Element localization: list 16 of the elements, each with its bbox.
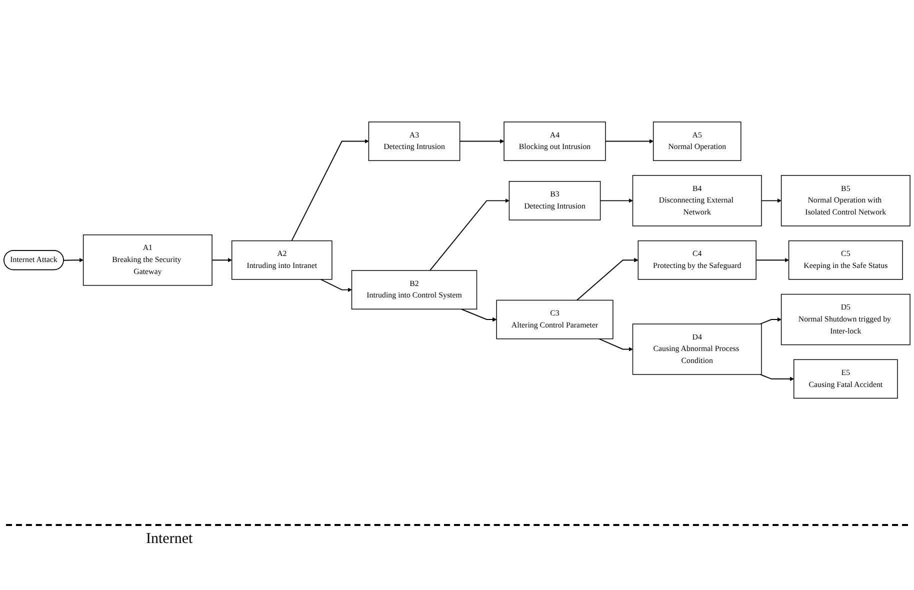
arrow — [761, 198, 782, 203]
arrow — [605, 138, 654, 144]
arrow — [598, 338, 633, 352]
arrow — [459, 138, 504, 144]
arrow — [212, 258, 232, 262]
arrow — [63, 258, 84, 262]
arrow — [576, 258, 638, 301]
arrow — [429, 198, 510, 271]
arrow — [760, 317, 782, 324]
arrow — [600, 198, 633, 203]
arrow — [320, 278, 352, 292]
arrow — [756, 258, 789, 262]
zone-label: Internet — [146, 531, 193, 547]
arrow — [460, 308, 497, 322]
arrow — [291, 138, 369, 242]
arrow — [760, 374, 794, 381]
